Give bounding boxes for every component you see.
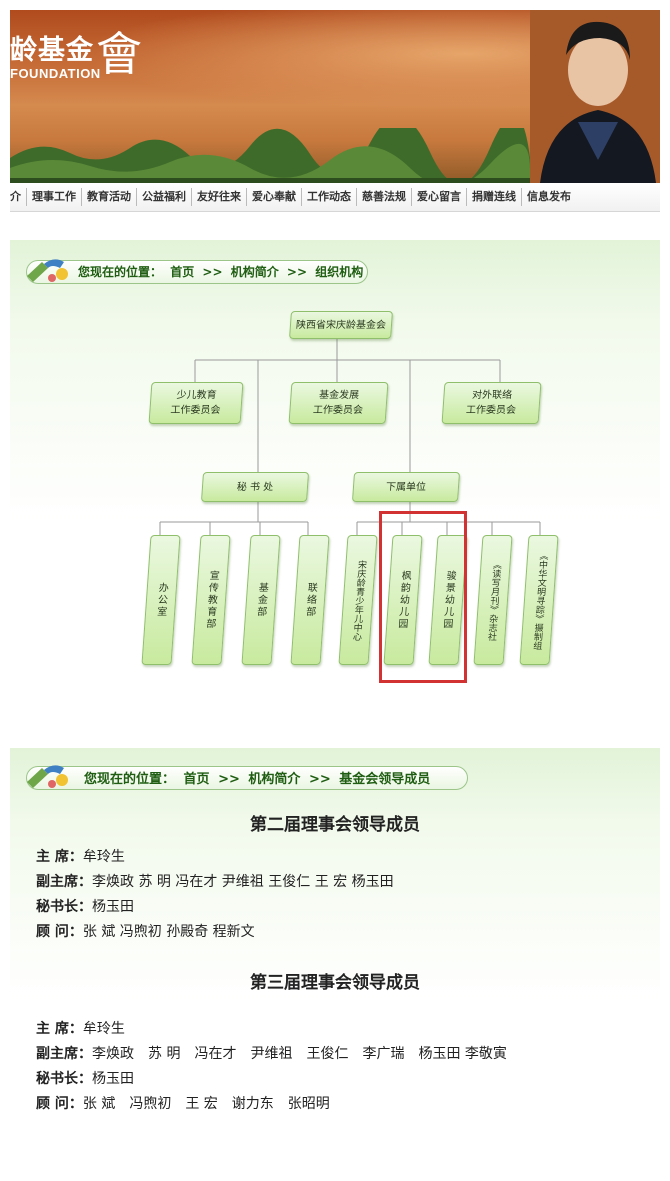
board2-advisors: 顾 问：张 斌 冯煦初 孙殿奇 程新文 <box>36 924 255 940</box>
nav-item-education[interactable]: 教育活动 <box>81 188 136 206</box>
banner-trees-image <box>10 128 660 183</box>
nav-item-news[interactable]: 工作动态 <box>301 188 356 206</box>
board3-secretary-general: 秘书长：杨玉田 <box>36 1071 134 1087</box>
breadcrumb-about[interactable]: 机构简介 <box>248 772 301 787</box>
highlight-box <box>379 511 467 683</box>
node-children-education-committee: 少儿教育 工作委员会 <box>148 382 244 424</box>
portrait-image <box>530 10 660 183</box>
palette-icon <box>27 765 68 788</box>
board3-vice-chairs: 副主席：李焕政 苏 明 冯在才 尹维祖 王俊仁 李广瑞 杨玉田 李敬寅 <box>36 1046 507 1062</box>
breadcrumb-label: 您现在的位置： <box>78 265 163 279</box>
board3-title: 第三届理事会领导成员 <box>250 973 420 993</box>
breadcrumb-home[interactable]: 首页 <box>183 772 210 787</box>
node-secretariat: 秘 书 处 <box>200 472 310 502</box>
node-external-liaison-committee: 对外联络 工作委员会 <box>441 382 542 424</box>
node-root: 陕西省宋庆龄基金会 <box>289 311 393 339</box>
breadcrumb-separator: >> <box>202 265 223 279</box>
nav-item-regulations[interactable]: 慈善法规 <box>356 188 411 206</box>
logo-seal: 會 <box>96 27 142 81</box>
breadcrumb-bar-leaders: 您现在的位置： 首页 >> 机构简介 >> 基金会领导成员 <box>22 760 652 792</box>
palette-icon <box>27 259 68 282</box>
node-fund-development-committee: 基金发展 工作委员会 <box>288 382 389 424</box>
breadcrumb-about[interactable]: 机构简介 <box>230 265 279 279</box>
page: 龄基金 會 FOUNDATION 介 理事工作 教育活动 公益福利 友好往来 爱… <box>10 10 660 1171</box>
breadcrumb-current: 基金会领导成员 <box>339 772 431 787</box>
logo-text: 龄基金 <box>10 35 94 66</box>
node-subordinate-units: 下属单位 <box>351 472 461 502</box>
leaders-panel: 您现在的位置： 首页 >> 机构简介 >> 基金会领导成员 第二届理事会领导成员… <box>10 748 660 1171</box>
header-banner: 龄基金 會 FOUNDATION <box>10 10 660 183</box>
nav-item-intro[interactable]: 介 <box>10 190 21 203</box>
board2-title: 第二届理事会领导成员 <box>250 815 420 835</box>
breadcrumb-bar: 您现在的位置： 首页 >> 机构简介 >> 组织机构 <box>22 254 652 286</box>
breadcrumb: 您现在的位置： 首页 >> 机构简介 >> 组织机构 <box>78 263 367 280</box>
breadcrumb-home[interactable]: 首页 <box>170 265 195 279</box>
breadcrumb-separator: >> <box>218 772 240 787</box>
breadcrumb-separator: >> <box>286 265 308 279</box>
nav-item-board-work[interactable]: 理事工作 <box>26 188 81 206</box>
board3-advisors: 顾 问：张 斌 冯煦初 王 宏 谢力东 张昭明 <box>36 1096 330 1112</box>
nav-item-messages[interactable]: 爱心留言 <box>411 188 466 206</box>
main-nav: 介 理事工作 教育活动 公益福利 友好往来 爱心奉献 工作动态 慈善法规 爱心留… <box>10 183 660 212</box>
board3-chair: 主 席：牟玲生 <box>36 1021 125 1037</box>
breadcrumb-leaders: 您现在的位置： 首页 >> 机构简介 >> 基金会领导成员 <box>84 768 434 787</box>
nav-item-donation[interactable]: 爱心奉献 <box>246 188 301 206</box>
nav-item-exchange[interactable]: 友好往来 <box>191 188 246 206</box>
org-structure-panel: 您现在的位置： 首页 >> 机构简介 >> 组织机构 <box>10 240 660 710</box>
board2-chair: 主 席：牟玲生 <box>36 849 125 865</box>
board2-secretary-general: 秘书长：杨玉田 <box>36 899 134 915</box>
breadcrumb-separator: >> <box>308 772 331 787</box>
board2-vice-chairs: 副主席：李焕政 苏 明 冯在才 尹维祖 王俊仁 王 宏 杨玉田 <box>36 874 394 890</box>
nav-item-welfare[interactable]: 公益福利 <box>136 188 191 206</box>
org-chart-connectors <box>159 330 541 535</box>
breadcrumb-current: 组织机构 <box>315 265 364 279</box>
nav-item-donate-link[interactable]: 捐赠连线 <box>466 188 521 206</box>
logo-english: FOUNDATION <box>10 66 101 81</box>
nav-item-info[interactable]: 信息发布 <box>521 188 576 206</box>
org-chart: 陕西省宋庆龄基金会 少儿教育 工作委员会 基金发展 工作委员会 对外联络 工作委… <box>10 300 660 700</box>
breadcrumb-label: 您现在的位置： <box>84 772 176 787</box>
